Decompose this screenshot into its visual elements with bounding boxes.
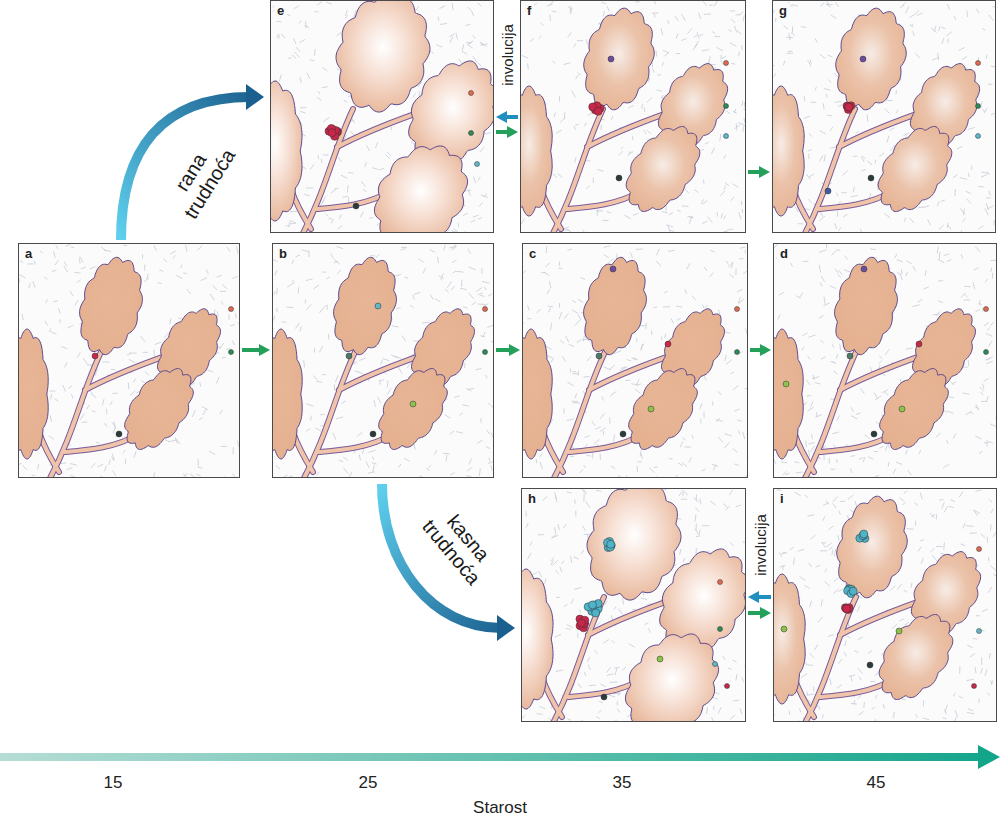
arrow-head bbox=[759, 166, 770, 178]
tissue-illustration bbox=[271, 1, 494, 233]
tissue-illustration bbox=[773, 1, 996, 233]
tissue-illustration bbox=[19, 244, 240, 478]
tissue-panel: h bbox=[521, 488, 746, 722]
tissue-panel: g bbox=[772, 0, 996, 233]
transition-arrow bbox=[750, 344, 771, 356]
axis-tick: 45 bbox=[867, 773, 886, 793]
edge-label: rana trudnoća bbox=[155, 124, 245, 232]
arrow-head bbox=[509, 344, 520, 356]
tissue-illustration bbox=[521, 1, 746, 233]
process-label: involucija bbox=[499, 24, 516, 86]
arrow-head bbox=[497, 615, 515, 641]
tissue-illustration bbox=[522, 489, 746, 722]
tissue-panel: i bbox=[773, 488, 997, 722]
arrow-head bbox=[496, 111, 507, 123]
tissue-illustration bbox=[774, 244, 997, 478]
axis-head bbox=[978, 745, 1000, 769]
arrow-head bbox=[748, 591, 759, 603]
tissue-panel: f bbox=[520, 0, 746, 233]
transition-arrow bbox=[382, 484, 515, 641]
arrow-head bbox=[760, 607, 771, 619]
tissue-panel: b bbox=[272, 243, 494, 478]
tissue-panel: a bbox=[18, 243, 240, 478]
axis-tick: 35 bbox=[613, 773, 632, 793]
axis-tick: 25 bbox=[359, 773, 378, 793]
panel-letter: b bbox=[276, 246, 290, 261]
transition-arrow bbox=[496, 344, 520, 356]
panel-letter: a bbox=[22, 246, 35, 261]
transition-arrow bbox=[748, 166, 770, 178]
panel-letter: i bbox=[777, 491, 787, 506]
panel-letter: f bbox=[524, 3, 534, 18]
axis-bar bbox=[0, 753, 982, 761]
arrow-head bbox=[259, 344, 270, 356]
arrow-head bbox=[246, 84, 264, 110]
transition-arrow bbox=[496, 111, 518, 123]
edge-label: kasna trudnoća bbox=[407, 488, 513, 602]
panel-letter: h bbox=[525, 491, 539, 506]
arrow-head bbox=[760, 344, 771, 356]
tissue-panel: e bbox=[270, 0, 494, 233]
transition-arrow bbox=[496, 126, 518, 138]
tissue-panel: c bbox=[522, 243, 748, 478]
tissue-panel: d bbox=[773, 243, 997, 478]
tissue-illustration bbox=[273, 244, 494, 478]
arrow-head bbox=[507, 126, 518, 138]
panel-letter: d bbox=[777, 246, 791, 261]
panel-letter: e bbox=[274, 3, 287, 18]
tissue-illustration bbox=[774, 489, 997, 722]
panel-letter: c bbox=[526, 246, 539, 261]
axis-title: Starost bbox=[473, 798, 527, 818]
tissue-illustration bbox=[523, 244, 748, 478]
transition-arrow bbox=[242, 344, 270, 356]
panel-letter: g bbox=[776, 3, 790, 18]
transition-arrow bbox=[748, 607, 771, 619]
transition-arrow bbox=[121, 84, 264, 240]
process-label: involucija bbox=[752, 514, 769, 576]
axis-tick: 15 bbox=[104, 773, 123, 793]
transition-arrow bbox=[748, 591, 771, 603]
